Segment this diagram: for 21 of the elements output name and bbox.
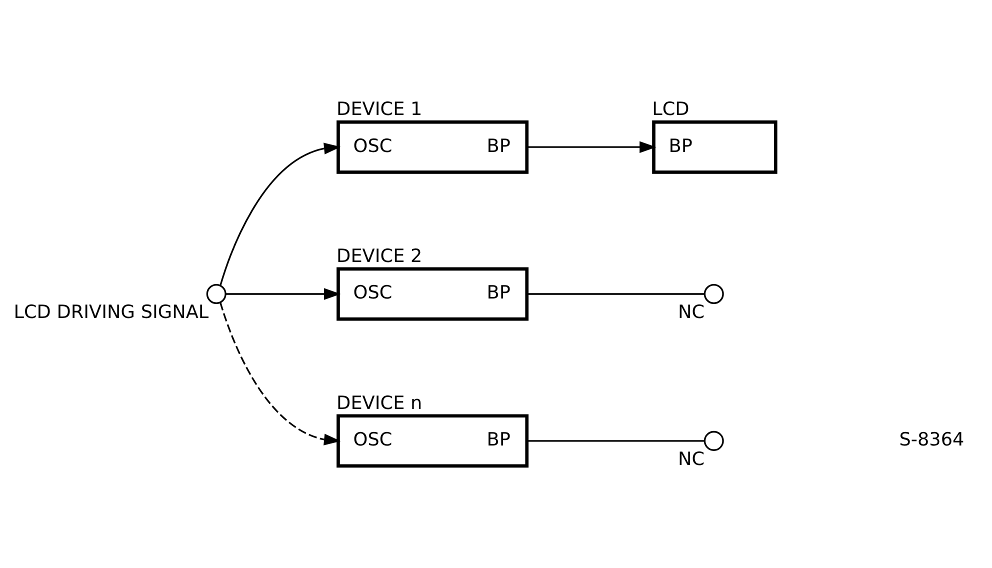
arrow [220,302,341,446]
connector [526,440,704,442]
node-label: LCD DRIVING SIGNAL [14,302,209,323]
arrow [526,141,656,153]
node-box: BP [652,120,778,174]
node-box: OSC BP [336,414,529,468]
node-box: OSC BP [336,120,529,174]
node-circle [206,284,226,304]
node-label: NC [678,448,705,470]
label: S-8364 [899,430,964,451]
node-box: OSC BP [336,267,529,321]
node-label: NC [678,302,705,323]
node-circle [704,284,724,304]
node-label: DEVICE 2 [336,246,422,267]
arrow [220,142,341,286]
arrow [226,288,341,300]
node-label: LCD [652,99,690,120]
node-label: DEVICE n [336,392,422,414]
node-circle [704,430,724,451]
connector [526,293,704,295]
node-label: DEVICE 1 [336,99,422,120]
